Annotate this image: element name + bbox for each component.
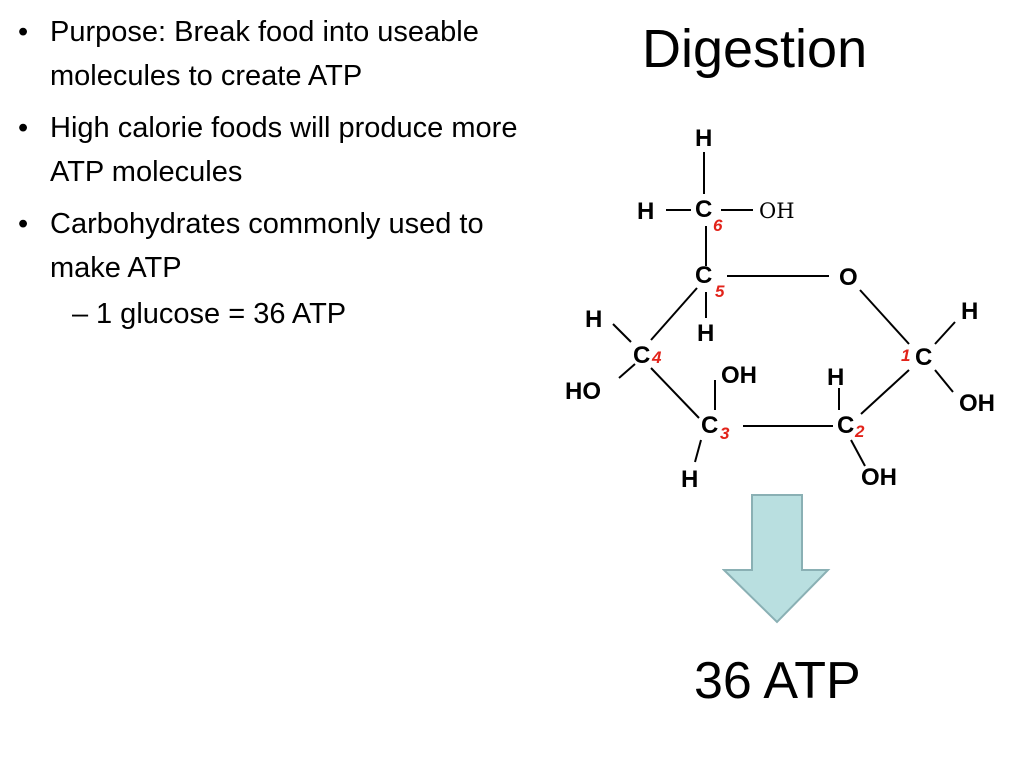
atom-oh-c1: OH bbox=[959, 390, 995, 417]
carbon-number-5: 5 bbox=[715, 282, 725, 301]
atom-h-c1: H bbox=[961, 298, 979, 325]
atom-c1: C bbox=[915, 344, 933, 371]
atom-ho-c4: HO bbox=[565, 378, 601, 405]
bond-c4-c3 bbox=[650, 367, 700, 419]
bond-o-c1 bbox=[859, 289, 910, 345]
bond-c1-oh bbox=[934, 369, 954, 393]
atom-h-c4: H bbox=[585, 306, 603, 333]
bullet-marker: • bbox=[18, 16, 29, 48]
bullet-carbohydrates: • Carbohydrates commonly used to make AT… bbox=[10, 202, 520, 290]
carbon-number-1: 1 bbox=[901, 346, 911, 365]
bullet-marker: • bbox=[18, 208, 29, 240]
atom-oh-c2: OH bbox=[861, 464, 897, 491]
atom-h-c3: H bbox=[681, 466, 699, 493]
atom-h-top: H bbox=[695, 125, 713, 152]
atom-oh-c3: OH bbox=[721, 362, 757, 389]
atp-result: 36 ATP bbox=[694, 652, 861, 710]
carbon-number-4: 4 bbox=[652, 348, 662, 367]
atom-h-c2: H bbox=[827, 364, 845, 391]
atom-o-ring: O bbox=[839, 264, 858, 291]
sub-bullet-text: 1 glucose = 36 ATP bbox=[96, 298, 347, 330]
sub-bullet-glucose: – 1 glucose = 36 ATP bbox=[10, 292, 520, 336]
atom-h-c5: H bbox=[697, 320, 715, 347]
slide-title: Digestion bbox=[642, 19, 868, 79]
glucose-bonds bbox=[612, 152, 956, 467]
bond-c4-ho bbox=[618, 363, 636, 379]
bullet-text: Purpose: Break food into useable molecul… bbox=[50, 16, 479, 92]
bond-h-c4 bbox=[612, 323, 632, 343]
bullet-text: High calorie foods will produce more ATP… bbox=[50, 112, 518, 188]
glucose-structure-diagram: H H C 6 OH C 5 H O H C 4 HO H 1 C OH OH … bbox=[555, 118, 1015, 498]
sub-bullet-marker: – bbox=[72, 298, 89, 330]
bullet-text: Carbohydrates commonly used to make ATP bbox=[50, 208, 484, 284]
bond-c2-oh bbox=[850, 439, 866, 467]
bullet-list: • Purpose: Break food into useable molec… bbox=[10, 10, 520, 336]
atom-c5: C bbox=[695, 262, 713, 289]
carbon-number-3: 3 bbox=[720, 424, 730, 443]
atom-c6: C bbox=[695, 196, 713, 223]
atom-c4: C bbox=[633, 342, 651, 369]
atom-c3: C bbox=[701, 412, 719, 439]
bullet-marker: • bbox=[18, 112, 29, 144]
bond-c3-h bbox=[694, 439, 702, 463]
bullet-purpose: • Purpose: Break food into useable molec… bbox=[10, 10, 520, 98]
down-arrow-icon bbox=[722, 494, 831, 624]
bond-c1-h bbox=[934, 321, 956, 345]
atom-c2: C bbox=[837, 412, 855, 439]
bond-c2-c1 bbox=[860, 369, 910, 415]
atom-h-c6-left: H bbox=[637, 198, 655, 225]
carbon-number-6: 6 bbox=[713, 216, 723, 235]
bullet-high-calorie: • High calorie foods will produce more A… bbox=[10, 106, 520, 194]
bond-c5-c4 bbox=[650, 287, 698, 341]
atom-oh-c6: OH bbox=[759, 199, 795, 223]
carbon-number-2: 2 bbox=[855, 422, 865, 441]
